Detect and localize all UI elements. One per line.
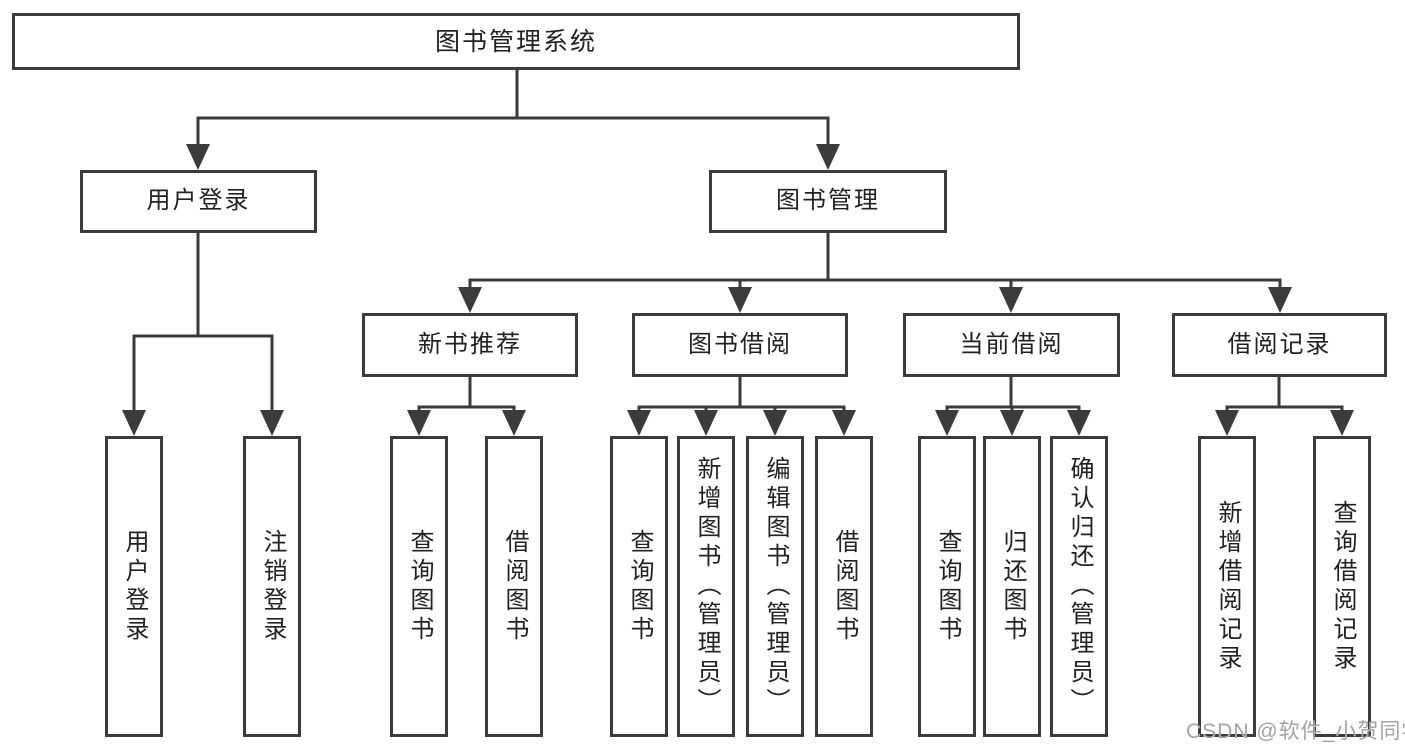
- arrowhead-down-icon: [816, 144, 840, 170]
- arrowhead-down-icon: [186, 144, 210, 170]
- leaf-label: 借阅图书: [501, 528, 528, 645]
- leaf-return-books: 归还图书: [983, 436, 1041, 737]
- arrowhead-down-icon: [763, 410, 787, 436]
- arrowhead-down-icon: [832, 410, 856, 436]
- leaf-label: 新增借阅记录: [1214, 499, 1241, 674]
- leaf-label: 查询图书: [406, 528, 433, 645]
- arrowhead-down-icon: [1215, 410, 1239, 436]
- arrowheads: [122, 144, 1354, 436]
- leaf-label: 查询图书: [626, 528, 653, 645]
- arrowhead-down-icon: [407, 410, 431, 436]
- leaf-user-login: 用户登录: [105, 436, 163, 737]
- node-borrowing-records: 借阅记录: [1172, 313, 1387, 377]
- node-label: 图书管理: [776, 187, 880, 215]
- arrowhead-down-icon: [260, 410, 284, 436]
- leaf-label: 注销登录: [259, 528, 286, 645]
- node-label: 图书管理系统: [434, 27, 597, 56]
- node-root-system: 图书管理系统: [12, 13, 1020, 70]
- node-current-borrowing: 当前借阅: [903, 313, 1120, 377]
- node-new-book-recommend: 新书推荐: [362, 313, 578, 377]
- leaf-query-borrow-record: 查询借阅记录: [1313, 436, 1371, 737]
- csdn-watermark: CSDN @软件_小贺同学: [1186, 720, 1405, 743]
- arrowhead-down-icon: [458, 287, 482, 313]
- leaf-query-books: 查询图书: [390, 436, 448, 737]
- arrowhead-down-icon: [999, 287, 1023, 313]
- leaf-query-books: 查询图书: [918, 436, 976, 737]
- arrowhead-down-icon: [694, 410, 718, 436]
- leaf-label: 用户登录: [121, 528, 148, 645]
- arrowhead-down-icon: [935, 410, 959, 436]
- leaf-label: 查询借阅记录: [1329, 499, 1356, 674]
- arrowhead-down-icon: [1000, 410, 1024, 436]
- leaf-borrow-books: 借阅图书: [485, 436, 543, 737]
- arrowhead-down-icon: [122, 410, 146, 436]
- leaf-query-books: 查询图书: [610, 436, 668, 737]
- arrowhead-down-icon: [1330, 410, 1354, 436]
- node-label: 新书推荐: [418, 330, 522, 358]
- leaf-add-borrow-record: 新增借阅记录: [1198, 436, 1256, 737]
- leaf-add-book-admin: 新增图书（管理员）: [677, 436, 735, 737]
- leaf-edit-book-admin: 编辑图书（管理员）: [746, 436, 804, 737]
- node-label: 用户登录: [146, 187, 251, 215]
- leaf-borrow-books: 借阅图书: [815, 436, 873, 737]
- leaf-label: 确认归还（管理员）: [1066, 456, 1093, 717]
- node-book-borrowing: 图书借阅: [632, 313, 848, 377]
- leaf-label: 归还图书: [999, 528, 1026, 645]
- leaf-confirm-return-admin: 确认归还（管理员）: [1050, 436, 1108, 737]
- arrowhead-down-icon: [627, 410, 651, 436]
- leaf-label: 编辑图书（管理员）: [762, 456, 789, 717]
- arrowhead-down-icon: [728, 287, 752, 313]
- leaf-label: 借阅图书: [831, 528, 858, 645]
- node-book-management: 图书管理: [709, 170, 947, 233]
- leaf-logout: 注销登录: [243, 436, 301, 737]
- node-label: 借阅记录: [1227, 330, 1332, 358]
- node-user-login: 用户登录: [80, 170, 317, 233]
- arrowhead-down-icon: [502, 410, 526, 436]
- node-label: 当前借阅: [959, 330, 1064, 358]
- arrowhead-down-icon: [1268, 287, 1292, 313]
- arrowhead-down-icon: [1067, 410, 1091, 436]
- node-label: 图书借阅: [688, 330, 792, 358]
- leaf-label: 新增图书（管理员）: [693, 456, 720, 717]
- leaf-label: 查询图书: [934, 528, 961, 645]
